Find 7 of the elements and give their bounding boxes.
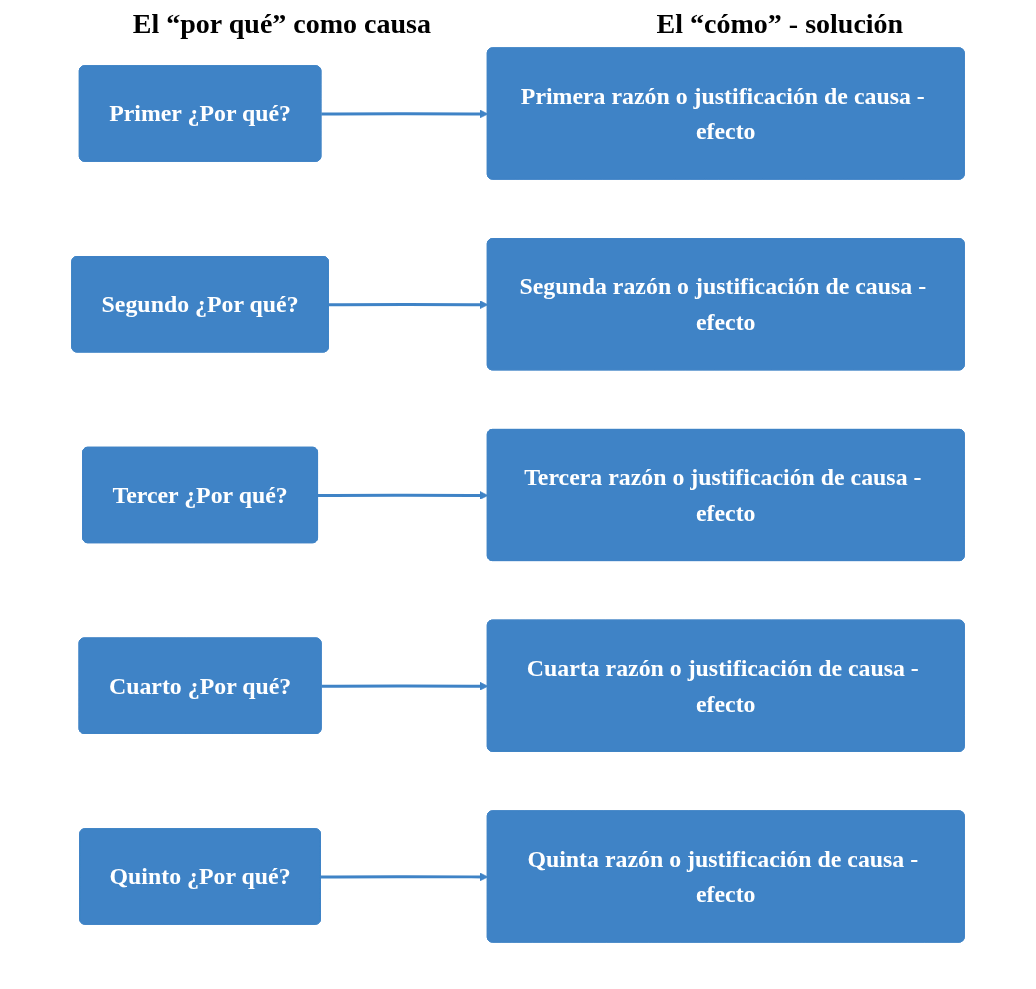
arrow	[321, 681, 489, 691]
arrow	[321, 109, 489, 119]
column-heading: El “cómo” - solución	[656, 8, 904, 40]
arrow	[328, 300, 489, 310]
arrow	[320, 872, 489, 882]
arrow	[318, 491, 489, 500]
column-heading: El “por qué” como causa	[132, 8, 431, 40]
